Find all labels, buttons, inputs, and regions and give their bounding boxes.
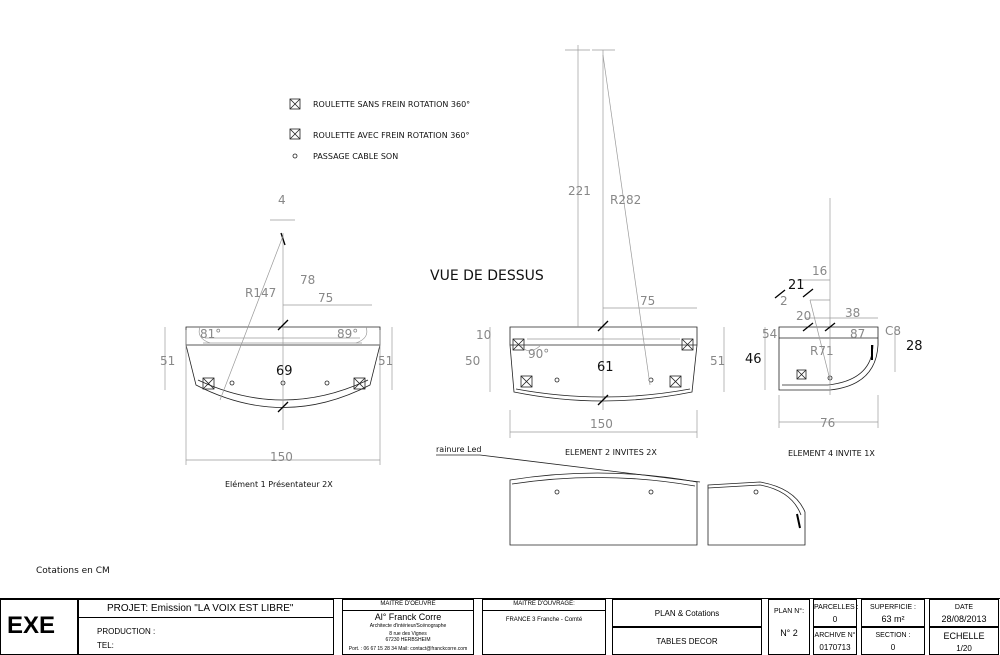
element-4: 76 46 28 21 16 2 20 38 R71 54 87 C8 ELEM… [745, 198, 923, 458]
moe-cell: MAITRE D'OEUVRE Al° Franck Corre Archite… [342, 599, 474, 655]
dim-gap: 4 [278, 193, 286, 207]
tel-label: TEL: [97, 641, 114, 650]
dim-radius: R282 [610, 193, 641, 207]
mo-cell: MAITRE D'OUVRAGE: FRANCE 3 Franche - Com… [482, 599, 606, 655]
sheet-subtitle: TABLES DECOR [656, 637, 718, 646]
archive-value: 0170713 [819, 643, 851, 652]
cross-box-icon [289, 98, 301, 110]
parcelles-cell: PARCELLES : 0 [813, 599, 859, 627]
plan-drawing: ROULETTE SANS FREIN ROTATION 360° ROULET… [36, 45, 923, 576]
legend-item-3: PASSAGE CABLE SON [313, 152, 398, 161]
plan-cell: PLAN N°: N° 2 [768, 599, 810, 655]
dim-left: 54 [762, 327, 777, 341]
element-2: 150 50 51 61 75 10 R282 221 90° ELEMENT … [465, 45, 725, 457]
plan-value: N° 2 [780, 628, 798, 638]
dim-angle-right: 89° [337, 327, 358, 341]
view-title: VUE DE DESSUS [430, 268, 544, 284]
superficie-value: 63 m² [881, 614, 905, 624]
moe-name: Al° Franck Corre [374, 612, 442, 622]
date-cell: DATE 28/08/2013 [929, 599, 999, 627]
archive-label: ARCHIVE N° [814, 632, 856, 639]
dim-depth: 50 [465, 354, 480, 368]
caption-element-1: Elément 1 Présentateur 2X [225, 479, 333, 489]
dim-height: 221 [568, 184, 591, 198]
date-label: DATE [954, 604, 974, 611]
parcelles-value: 0 [832, 615, 838, 624]
parcelles-label: PARCELLES : [814, 604, 859, 611]
echelle-label: ECHELLE [943, 631, 985, 641]
dim-angle-left: 81° [200, 327, 221, 341]
legend: ROULETTE SANS FREIN ROTATION 360° ROULET… [289, 98, 470, 161]
archive-cell: ARCHIVE N° 0170713 [813, 627, 857, 655]
led-label: rainure Led [436, 445, 481, 454]
mo-title: MAITRE D'OUVRAGE: [513, 601, 575, 607]
echelle-cell: ECHELLE 1/20 [929, 627, 999, 655]
dim-center: 69 [276, 364, 293, 379]
moe-title: MAITRE D'OEUVRE [380, 601, 436, 607]
dim-tab: 10 [476, 328, 491, 342]
project-title: PROJET: Emission "LA VOIX EST LIBRE" [107, 603, 294, 614]
sheet-title-cell: PLAN & Cotations [612, 599, 762, 627]
project-cell: PROJET: Emission "LA VOIX EST LIBRE" PRO… [78, 599, 334, 655]
caption-element-4: ELEMENT 4 INVITE 1X [788, 449, 875, 458]
units-note: Cotations en CM [36, 566, 110, 576]
dim-right: 87 [850, 327, 865, 341]
dim-tab: 78 [300, 273, 315, 287]
title-block: EXE PROJET: Emission "LA VOIX EST LIBRE"… [0, 598, 1000, 655]
dim-depth-right: 51 [710, 354, 725, 368]
section-label: SECTION : [875, 632, 911, 639]
section-value: 0 [890, 643, 896, 652]
caption-element-2: ELEMENT 2 INVITES 2X [565, 448, 657, 457]
mo-name: FRANCE 3 Franche - Comté [505, 617, 583, 623]
dim-half: 75 [318, 291, 333, 305]
dim-width: 150 [270, 450, 293, 464]
sheet-sub-cell: TABLES DECOR [612, 627, 762, 655]
dim-depth-right: 51 [378, 354, 393, 368]
phase-cell: EXE [0, 599, 78, 655]
legend-item-1: ROULETTE SANS FREIN ROTATION 360° [313, 100, 470, 109]
production-label: PRODUCTION : [97, 627, 156, 636]
dim-half: 75 [640, 294, 655, 308]
date-value: 28/08/2013 [941, 614, 987, 624]
dim-width: 150 [590, 417, 613, 431]
dim-angle: 90° [528, 347, 549, 361]
moe-address-1: 8 rue des Vignes [389, 631, 427, 637]
dim-small1: 2 [780, 294, 788, 308]
dim-side: 28 [906, 339, 923, 354]
dim-depth: 51 [160, 354, 175, 368]
legend-item-2: ROULETTE AVEC FREIN ROTATION 360° [313, 131, 469, 140]
element-1: 150 51 51 69 75 78 R147 4 81° 89° Elémen… [160, 193, 393, 489]
phase-label: EXE [7, 612, 56, 639]
superficie-label: SUPERFICIE : [870, 604, 916, 611]
superficie-cell: SUPERFICIE : 63 m² [861, 599, 925, 627]
dim-rc: C8 [885, 324, 901, 338]
dim-top2: 16 [812, 264, 827, 278]
led-detail: rainure Led [436, 445, 806, 546]
dim-depth: 46 [745, 352, 762, 367]
sheet-title: PLAN & Cotations [654, 609, 720, 618]
moe-role: Architecte d'intérieur/Scénographe [369, 623, 447, 629]
dim-center: 61 [597, 360, 614, 375]
dim-radius: R147 [245, 286, 276, 300]
dim-radius: R71 [810, 344, 834, 358]
dim-small2: 20 [796, 309, 811, 323]
moe-contact: Port. : 06 67 15 28 34 Mail: contact@fra… [348, 646, 468, 652]
section-cell: SECTION : 0 [861, 627, 925, 655]
dim-small3: 38 [845, 306, 860, 320]
dim-top1: 21 [788, 278, 805, 293]
plan-label: PLAN N°: [773, 608, 805, 615]
cross-box-icon [289, 128, 301, 140]
moe-address-2: 67230 HERBSHEIM [385, 637, 431, 643]
dim-width: 76 [820, 416, 835, 430]
echelle-value: 1/20 [956, 644, 972, 653]
circle-icon [292, 153, 298, 159]
